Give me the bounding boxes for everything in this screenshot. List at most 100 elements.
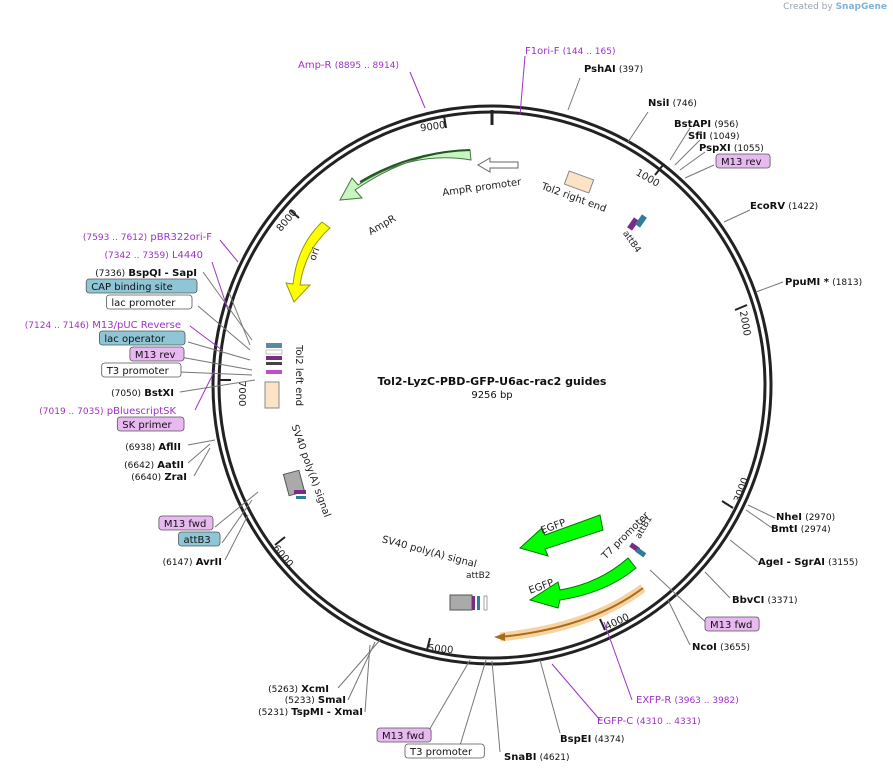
ampr-arrow[interactable] — [339, 149, 472, 201]
label-box — [404, 743, 485, 759]
sv40-box-2[interactable] — [449, 594, 473, 611]
snapgene-logo: SnapGene — [835, 2, 887, 12]
enzyme-part: (5231) — [258, 708, 288, 718]
credit-prefix: Created by — [783, 2, 833, 12]
egfp-arrow-1[interactable] — [518, 514, 604, 557]
label-m13rev-left[interactable]: M13 rev — [129, 346, 185, 362]
label-attb3[interactable]: attB3 — [178, 531, 221, 547]
tick-5000: 5000 — [427, 643, 453, 656]
plasmid-size: 9256 bp — [471, 390, 512, 401]
label-nhei[interactable]: NheI (2970) — [776, 512, 835, 523]
label-layer: Amp-R (8895 .. 8914) F1ori-F (144 .. 165)… — [25, 46, 862, 763]
tol2-left-end-label: Tol2 left end — [293, 344, 304, 406]
label-pspxi[interactable]: PspXI (1055) — [699, 143, 764, 154]
enzyme-label: (5231) TspMI - XmaI — [258, 707, 363, 718]
snapgene-credit: Created by SnapGene — [783, 2, 887, 12]
enzyme-label: (6147) AvrII — [163, 557, 222, 568]
label-xcmi[interactable]: (5263) XcmI — [268, 684, 329, 695]
label-sfii[interactable]: SfiI (1049) — [688, 131, 739, 142]
enzyme-part: EcoRV — [750, 201, 785, 212]
label-box — [158, 515, 214, 531]
enzyme-label: (6640) ZraI — [131, 472, 187, 483]
label-bstapi[interactable]: BstAPI (956) — [674, 119, 739, 130]
label-amp-r-primer[interactable]: Amp-R (8895 .. 8914) — [298, 60, 399, 71]
label-m13puc[interactable]: (7124 .. 7146) M13/pUC Reverse — [25, 320, 181, 331]
primer-label: (7019 .. 7035) pBluescriptSK — [39, 406, 176, 417]
enzyme-part: NcoI — [692, 642, 717, 653]
enzyme-label: EcoRV (1422) — [750, 201, 818, 212]
label-text: M13 fwd — [710, 620, 752, 631]
enzyme-label: PspXI (1055) — [699, 143, 764, 154]
enzyme-part: (7050) — [111, 389, 141, 399]
enzyme-label: BspEI (4374) — [560, 734, 624, 745]
primer-part: (7593 .. 7612) — [83, 233, 147, 243]
primer-part: M13/pUC Reverse — [92, 320, 181, 331]
primer-part: F1ori-F — [525, 46, 560, 57]
label-bbvci[interactable]: BbvCI (3371) — [732, 595, 797, 606]
label-f1ori-f[interactable]: F1ori-F (144 .. 165) — [525, 46, 616, 57]
label-zrai[interactable]: (6640) ZraI — [131, 472, 187, 483]
label-aflii[interactable]: (6938) AflII — [125, 442, 181, 453]
tol2-right-end-box[interactable] — [563, 170, 595, 194]
enzyme-part: AatII — [157, 460, 184, 471]
label-text: T3 promoter — [106, 366, 170, 377]
primer-part: (7124 .. 7146) — [25, 321, 89, 331]
label-m13rev-top[interactable]: M13 rev — [715, 153, 771, 169]
attb4-feature[interactable] — [627, 214, 647, 231]
ampr-promoter-arrow[interactable] — [477, 157, 519, 173]
label-pbluescriptsk[interactable]: (7019 .. 7035) pBluescriptSK — [39, 406, 176, 417]
enzyme-part: AvrII — [196, 557, 222, 568]
primer-part: (3963 .. 3982) — [674, 696, 738, 706]
label-egfp-c[interactable]: EGFP-C (4310 .. 4331) — [597, 716, 701, 727]
label-bspei[interactable]: BspEI (4374) — [560, 734, 624, 745]
primer-label: (7593 .. 7612) pBR322ori-F — [83, 232, 212, 243]
label-snabi[interactable]: SnaBI (4621) — [504, 752, 570, 763]
ori-label: ori — [308, 246, 323, 262]
label-box — [704, 616, 760, 632]
label-text: lac promoter — [111, 298, 176, 309]
tol2-left-end-box[interactable] — [264, 381, 280, 409]
label-pbr322ori-f[interactable]: (7593 .. 7612) pBR322ori-F — [83, 232, 212, 243]
orange-feature-head — [494, 633, 505, 641]
primer-part: Amp-R — [298, 60, 332, 71]
primer-part: EXFP-R — [636, 695, 671, 706]
label-box — [376, 727, 432, 743]
primer-part: (8895 .. 8914) — [335, 61, 399, 71]
label-bstxi[interactable]: (7050) BstXI — [111, 388, 174, 399]
label-t3-promoter-left[interactable]: T3 promoter — [101, 362, 182, 378]
label-m13fwd-right[interactable]: M13 fwd — [704, 616, 760, 632]
enzyme-part: (956) — [714, 120, 738, 130]
label-m13fwd-left[interactable]: M13 fwd — [158, 515, 214, 531]
label-avrii[interactable]: (6147) AvrII — [163, 557, 222, 568]
label-exfp-r[interactable]: EXFP-R (3963 .. 3982) — [636, 695, 739, 706]
enzyme-part: BstXI — [144, 388, 174, 399]
label-tspmi[interactable]: (5231) TspMI - XmaI — [258, 707, 363, 718]
label-lac-promoter[interactable]: lac promoter — [106, 294, 193, 310]
label-lac-operator[interactable]: lac operator — [99, 330, 186, 346]
label-ecorv[interactable]: EcoRV (1422) — [750, 201, 818, 212]
label-pshai[interactable]: PshAI (397) — [584, 64, 643, 75]
enzyme-part: SfiI — [688, 131, 706, 142]
enzyme-label: (5263) XcmI — [268, 684, 329, 695]
attb1-feature[interactable] — [629, 542, 647, 558]
ori-arrow[interactable] — [285, 221, 331, 303]
label-cap-binding[interactable]: CAP binding site — [85, 278, 198, 294]
label-bmti[interactable]: BmtI (2974) — [771, 524, 831, 535]
egfp-arrow-2[interactable] — [528, 557, 637, 609]
label-ppumi[interactable]: PpuMI * (1813) — [785, 277, 862, 288]
label-m13fwd-bottom[interactable]: M13 fwd — [376, 727, 432, 743]
label-bspqi[interactable]: (7336) BspQI - SapI — [95, 268, 197, 279]
label-agei[interactable]: AgeI - SgrAI (3155) — [758, 557, 858, 568]
enzyme-part: (6640) — [131, 473, 161, 483]
label-text: attB3 — [184, 535, 211, 546]
primer-part: (7342 .. 7359) — [105, 251, 169, 261]
label-nsii[interactable]: NsiI (746) — [648, 98, 697, 109]
label-aatii[interactable]: (6642) AatII — [124, 460, 184, 471]
label-ncoi[interactable]: NcoI (3655) — [692, 642, 750, 653]
label-sk-primer[interactable]: SK primer — [116, 416, 185, 432]
label-l4440[interactable]: (7342 .. 7359) L4440 — [105, 250, 204, 261]
enzyme-part: (1422) — [788, 202, 818, 212]
label-smai[interactable]: (5233) SmaI — [285, 695, 346, 706]
label-t3-promoter-bottom[interactable]: T3 promoter — [404, 743, 485, 759]
